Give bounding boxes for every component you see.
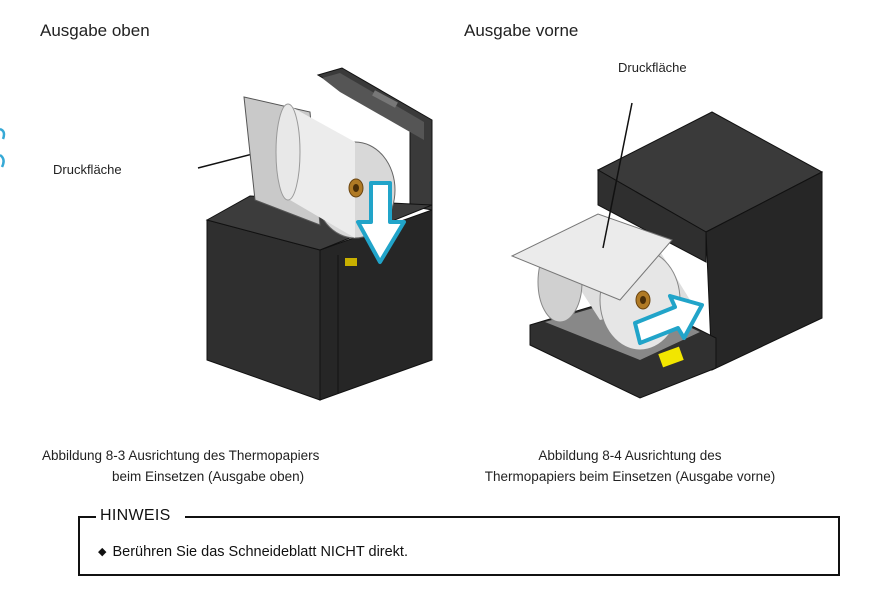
figure-2-heading: Ausgabe vorne: [464, 21, 579, 40]
figure-2-callout-label: Druckfläche: [618, 60, 687, 75]
edge-crop-mark: [0, 127, 6, 168]
figure-2-caption-line2: Thermopapiers beim Einsetzen (Ausgabe vo…: [484, 469, 776, 484]
figure-1-caption-line1: Abbildung 8-3 Ausrichtung des Thermopapi…: [42, 448, 320, 463]
figure-2-caption: Abbildung 8-4 Ausrichtung des Thermopapi…: [455, 445, 805, 487]
note-box: HINWEIS ◆ Berühren Sie das Schneideblatt …: [78, 507, 840, 576]
figure-1-callout-label: Druckfläche: [53, 162, 122, 177]
note-item-text: Berühren Sie das Schneideblatt NICHT dir…: [112, 544, 408, 560]
figure-2-caption-line1: Abbildung 8-4 Ausrichtung des: [538, 448, 722, 463]
note-item: ◆ Berühren Sie das Schneideblatt NICHT di…: [98, 544, 408, 560]
note-title: HINWEIS: [96, 507, 185, 525]
figure-1-caption-line2: beim Einsetzen (Ausgabe oben): [112, 469, 305, 484]
diamond-bullet-icon: ◆: [98, 546, 107, 558]
figure-1-caption: Abbildung 8-3 Ausrichtung des Thermopapi…: [42, 445, 362, 487]
figure-1-heading: Ausgabe oben: [40, 21, 150, 40]
